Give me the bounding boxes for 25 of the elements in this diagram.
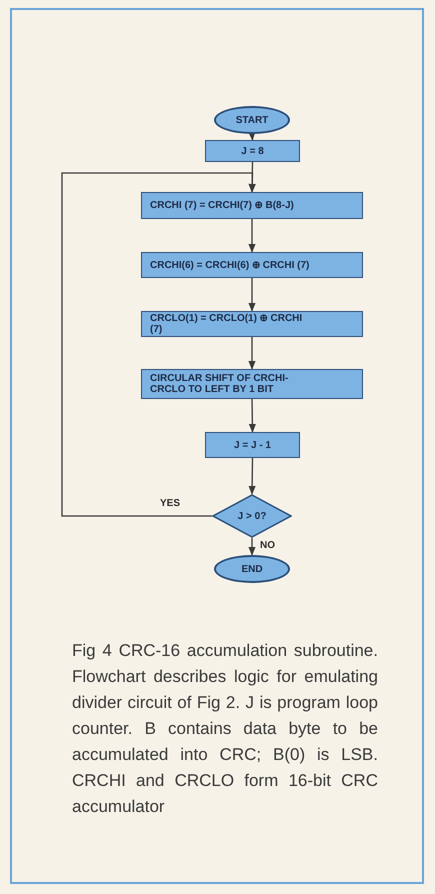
decision-diamond — [212, 494, 292, 538]
arrow — [248, 278, 256, 312]
process-box — [141, 192, 363, 219]
arrow — [248, 399, 256, 433]
arrow — [248, 132, 256, 141]
node-text: J = 8 — [240, 146, 265, 156]
node-text: END — [240, 564, 264, 574]
process-box — [141, 252, 363, 278]
node-text: CRCHI (7) = CRCHI(7) ⊕ B(8-J) — [149, 200, 295, 211]
arrow — [248, 458, 256, 495]
node-text: J > 0? — [236, 510, 268, 522]
process-box — [205, 432, 300, 458]
arrow — [248, 337, 256, 370]
process-box — [141, 369, 363, 399]
caption: Fig 4 CRC-16 accumulation subroutine. Flowchart describes logic for emulating divider circuit of Fig 2. J is program loop counter. B contains data byte to be accumulated into CRC; B(0) is LSB. CRCHI and CRCLO form 16-bit CRC accumulator — [72, 640, 378, 818]
node-text: CIRCULAR SHIFT OF CRCHI-CRCLO TO LEFT BY 1 BIT — [149, 373, 290, 395]
process-box — [141, 311, 363, 337]
arrow — [248, 219, 256, 253]
node-text: CRCLO(1) = CRCLO(1) ⊕ CRCHI (7) — [149, 313, 304, 335]
node-text: START — [234, 114, 270, 126]
arrow — [248, 538, 256, 556]
process-box — [205, 140, 300, 162]
arrow — [61, 172, 256, 517]
node-text: J = J - 1 — [233, 440, 272, 450]
node-text: CRCHI(6) = CRCHI(6) ⊕ CRCHI (7) — [149, 260, 310, 270]
